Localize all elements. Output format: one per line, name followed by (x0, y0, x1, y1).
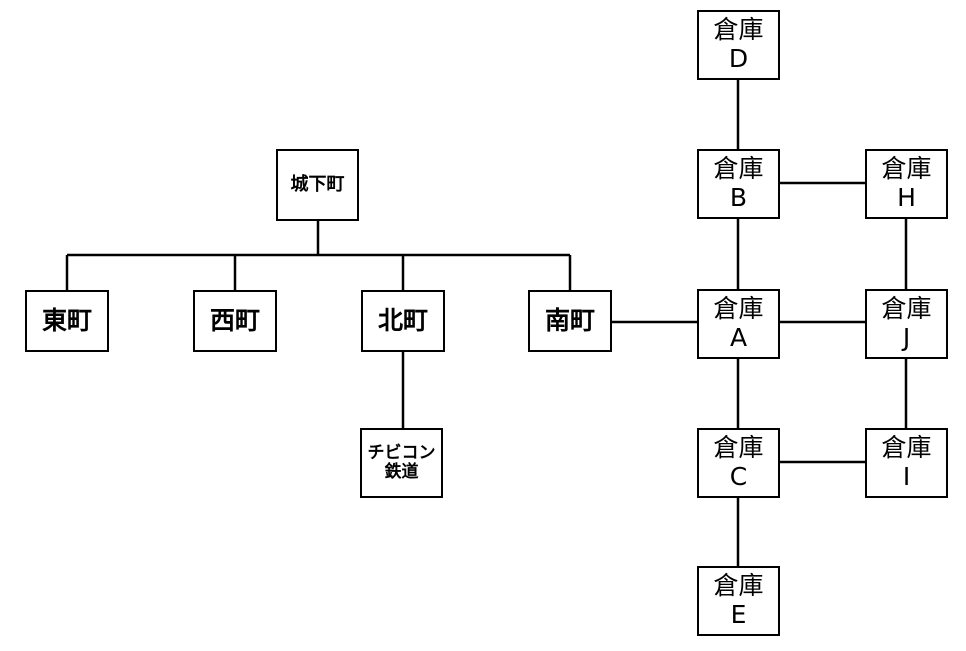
warehouse-b-letter: B (729, 183, 748, 212)
warehouse-d-node: 倉庫 D (697, 10, 780, 80)
castle-town-label: 城下町 (290, 173, 345, 195)
north-town-node: 北町 (361, 290, 445, 352)
warehouse-d-letter: D (728, 44, 749, 73)
warehouse-c-node: 倉庫 C (697, 428, 780, 498)
east-town-label: 東町 (41, 306, 92, 335)
south-town-label: 南町 (544, 306, 595, 335)
railway-label-line1: チビコン (367, 442, 436, 463)
warehouse-c-letter: C (729, 462, 748, 491)
south-town-node: 南町 (528, 290, 612, 352)
castle-town-node: 城下町 (276, 149, 359, 221)
warehouse-word: 倉庫 (713, 433, 764, 463)
warehouse-word: 倉庫 (713, 571, 764, 601)
warehouse-word: 倉庫 (713, 15, 764, 45)
warehouse-j-node: 倉庫 J (865, 289, 948, 359)
warehouse-word: 倉庫 (713, 294, 764, 324)
west-town-label: 西町 (209, 306, 260, 335)
warehouse-word: 倉庫 (713, 154, 764, 184)
north-town-label: 北町 (377, 306, 428, 335)
warehouse-word: 倉庫 (881, 433, 932, 463)
warehouse-i-letter: I (902, 462, 911, 491)
warehouse-e-letter: E (730, 600, 747, 629)
warehouse-word: 倉庫 (881, 154, 932, 184)
warehouse-e-node: 倉庫 E (697, 566, 780, 636)
railway-label-line2: 鉄道 (384, 462, 419, 482)
warehouse-a-letter: A (729, 323, 748, 352)
warehouse-j-letter: J (902, 323, 911, 352)
warehouse-b-node: 倉庫 B (697, 149, 780, 219)
warehouse-i-node: 倉庫 I (865, 428, 948, 498)
warehouse-word: 倉庫 (881, 294, 932, 324)
warehouse-h-node: 倉庫 H (865, 149, 948, 219)
east-town-node: 東町 (25, 290, 109, 352)
railway-node: チビコン 鉄道 (360, 428, 443, 498)
warehouse-a-node: 倉庫 A (697, 289, 780, 359)
warehouse-h-letter: H (897, 183, 916, 212)
west-town-node: 西町 (193, 290, 277, 352)
